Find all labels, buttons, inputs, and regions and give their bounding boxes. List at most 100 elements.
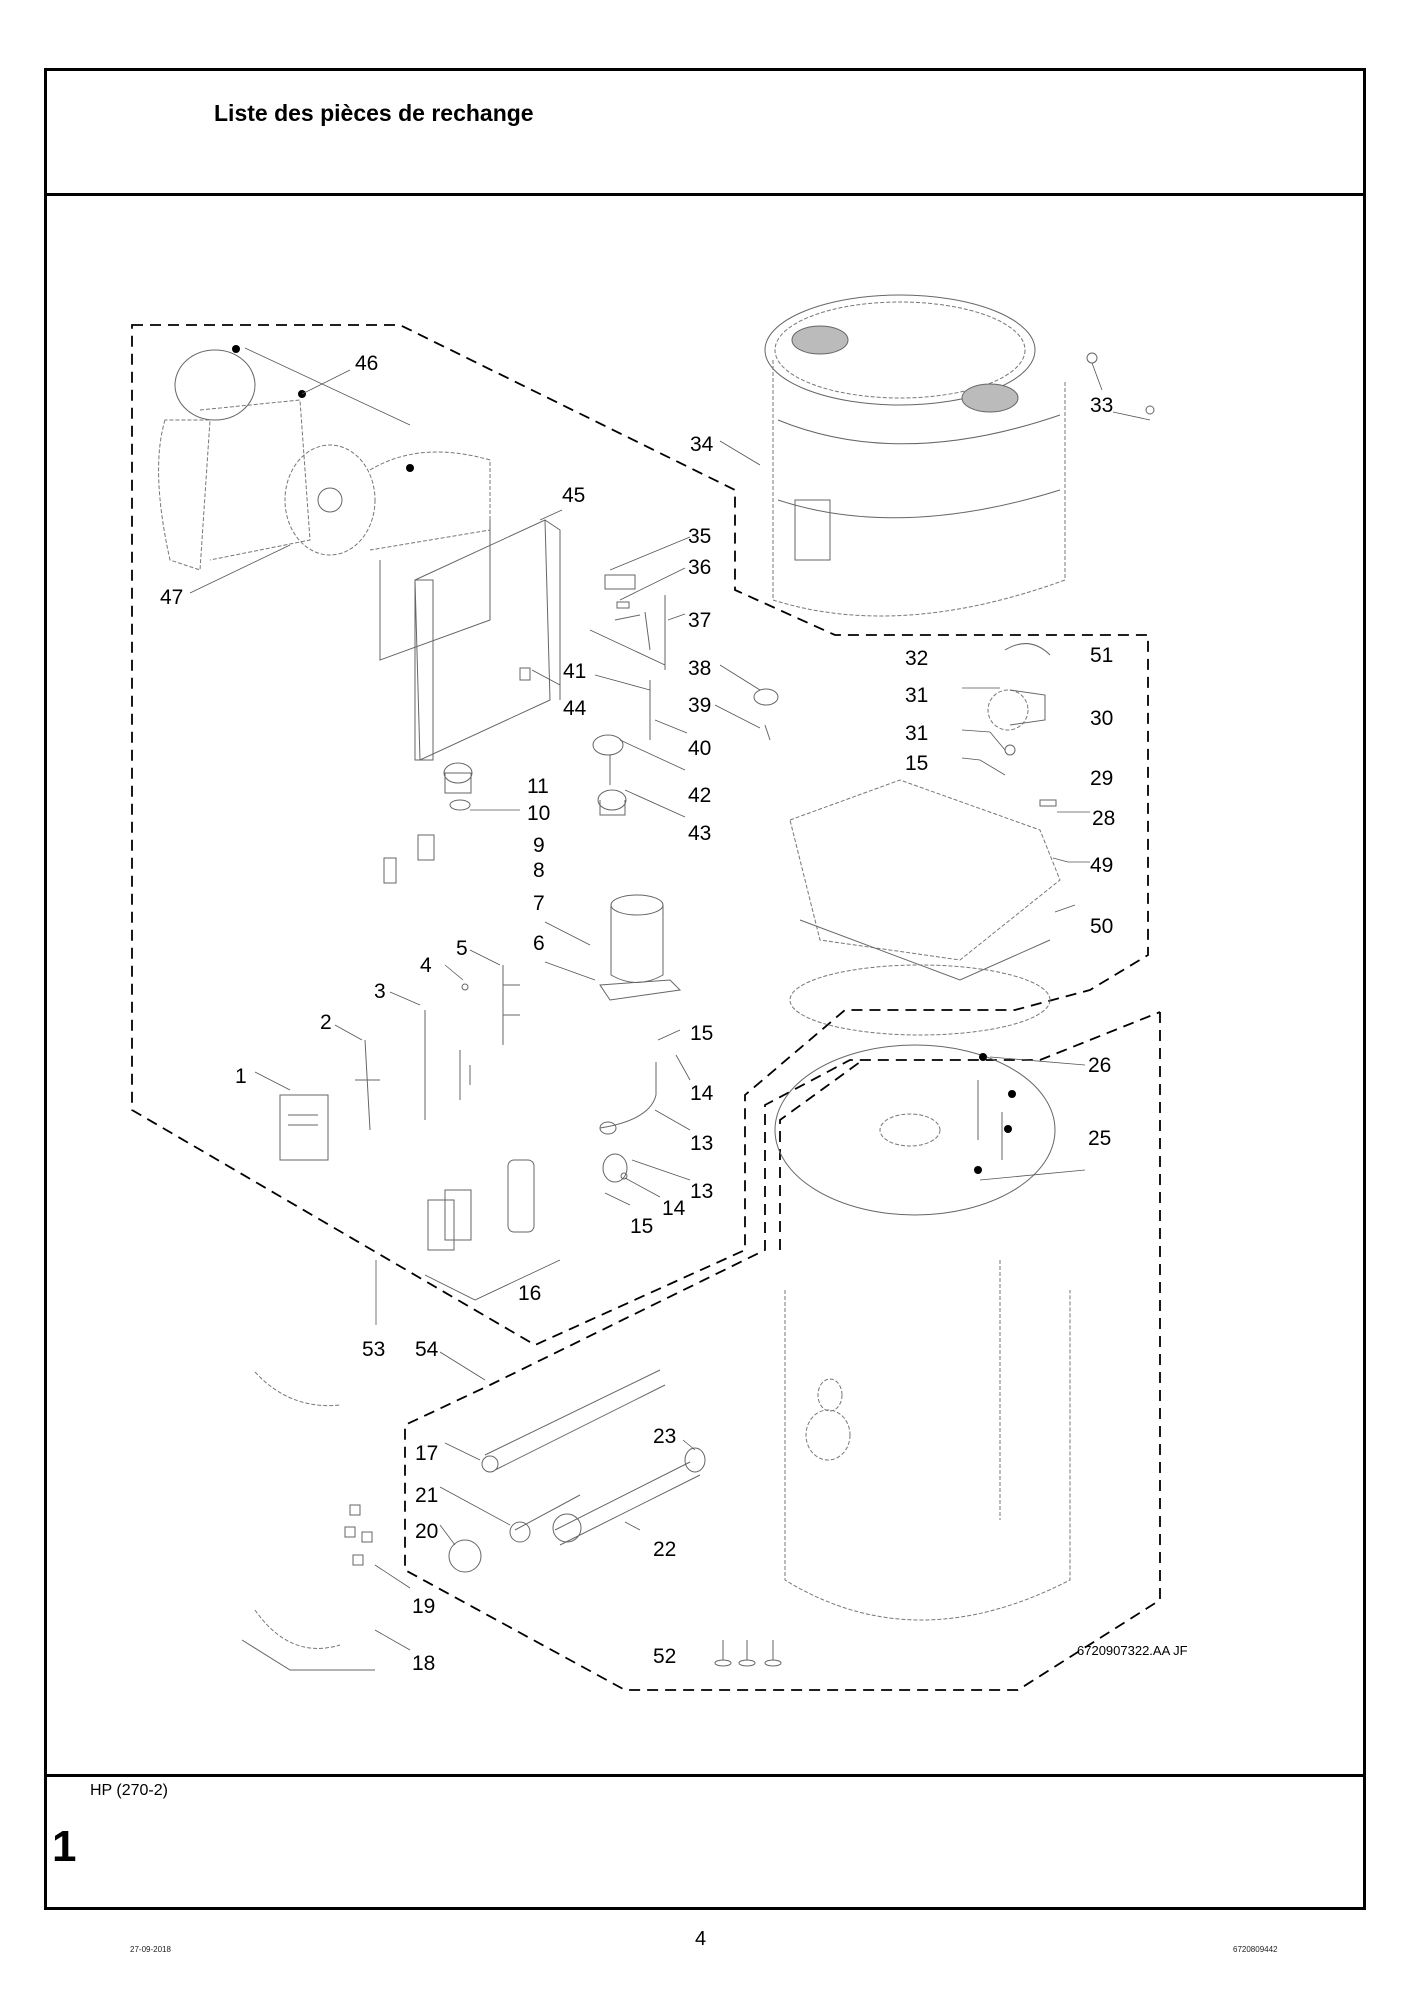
fan-assembly-part	[158, 349, 491, 661]
callout-44: 44	[563, 697, 587, 720]
callout-50: 50	[1090, 915, 1113, 938]
callout-19: 19	[412, 1595, 435, 1618]
callout-36: 36	[688, 556, 711, 579]
callout-13-lower: 13	[690, 1180, 713, 1203]
callout-7: 7	[533, 892, 545, 915]
callout-54: 54	[415, 1338, 439, 1361]
part-4	[461, 983, 469, 991]
part-33-nut	[1086, 352, 1098, 364]
control-base-part	[789, 779, 1061, 1036]
part-42	[592, 734, 624, 756]
part-16-insulation	[427, 1199, 455, 1251]
callout-35: 35	[688, 525, 711, 548]
part-38	[753, 688, 779, 706]
callout-45: 45	[562, 484, 585, 507]
part-13-loop	[602, 1153, 628, 1183]
part-22-heater	[554, 1461, 701, 1546]
group-outline-54	[404, 1011, 1161, 1691]
part-39	[764, 724, 771, 741]
callout-14-lower: 14	[662, 1197, 686, 1220]
callout-4: 4	[420, 954, 432, 977]
part-9	[417, 834, 435, 861]
callout-5: 5	[456, 937, 468, 960]
top-cover-part	[764, 294, 1066, 617]
grille-mesh	[791, 325, 849, 355]
callout-47: 47	[160, 586, 183, 609]
callout-31-upper: 31	[905, 684, 928, 707]
part-51	[1004, 643, 1051, 656]
page-number: 4	[695, 1928, 707, 1950]
callout-20: 20	[415, 1520, 438, 1543]
callout-38: 38	[688, 657, 711, 680]
part-21-thermostat	[514, 1494, 581, 1531]
callout-8: 8	[533, 859, 545, 882]
callout-18: 18	[412, 1652, 435, 1675]
callout-15-pump: 15	[905, 752, 928, 775]
part-44	[519, 667, 531, 681]
compressor-part	[599, 894, 682, 1001]
callout-39: 39	[688, 694, 711, 717]
callout-17: 17	[415, 1442, 438, 1465]
tank-body	[784, 1290, 1071, 1621]
callout-10: 10	[527, 802, 550, 825]
callout-28: 28	[1092, 807, 1115, 830]
callout-40: 40	[688, 737, 711, 760]
drawing-reference-code: 6720907322.AA JF	[1077, 1643, 1188, 1658]
model-label: HP (270-2)	[90, 1782, 168, 1799]
group-outline-tank-inner	[779, 1061, 861, 1250]
footer-divider	[44, 1774, 1366, 1777]
part-19-bushing	[349, 1504, 361, 1516]
callout-6: 6	[533, 932, 545, 955]
part-15-nut	[1004, 744, 1016, 756]
evaporator-coil-part	[414, 519, 561, 761]
document-number: 6720809442	[1233, 1945, 1278, 1954]
callout-43: 43	[688, 822, 711, 845]
callout-30: 30	[1090, 707, 1113, 730]
callout-34: 34	[690, 433, 714, 456]
part-10	[449, 799, 471, 811]
part-1-control-box	[279, 1094, 329, 1161]
part-11	[443, 762, 473, 784]
part-13-hose	[599, 1062, 657, 1129]
callout-53: 53	[362, 1338, 385, 1361]
part-2-harness	[355, 1039, 380, 1131]
callout-49: 49	[1090, 854, 1113, 877]
callout-1: 1	[235, 1065, 247, 1088]
callout-41: 41	[563, 660, 586, 683]
callout-31-lower: 31	[905, 722, 928, 745]
callout-23: 23	[653, 1425, 676, 1448]
callout-33: 33	[1090, 394, 1113, 417]
part-52-feet	[714, 1640, 782, 1667]
callout-37: 37	[688, 609, 711, 632]
callout-25: 25	[1088, 1127, 1111, 1150]
grille-mesh	[961, 383, 1019, 413]
part-5-harness	[502, 965, 520, 1045]
part-16-plate-exchanger	[507, 1159, 535, 1233]
part-33-screw	[1145, 405, 1155, 415]
group-outline-53	[131, 324, 1149, 1347]
callout-3: 3	[374, 980, 386, 1003]
part-18-trim	[254, 1609, 341, 1649]
section-number: 1	[52, 1822, 77, 1871]
callout-15-hose: 15	[690, 1022, 713, 1045]
part-35	[604, 574, 636, 590]
tank-flange-plate-part	[774, 1044, 1056, 1216]
callout-22: 22	[653, 1538, 676, 1561]
callout-9: 9	[533, 834, 545, 857]
callout-15-lower: 15	[630, 1215, 653, 1238]
part-28	[1039, 799, 1057, 807]
part-36	[616, 601, 630, 609]
callout-21: 21	[415, 1484, 438, 1507]
page-title: Liste des pièces de rechange	[214, 100, 534, 126]
part-14	[620, 1172, 628, 1180]
part-43	[597, 789, 627, 811]
callout-52: 52	[653, 1645, 676, 1668]
callout-46: 46	[355, 352, 378, 375]
callout-42: 42	[688, 784, 711, 807]
part-17-anode	[484, 1369, 666, 1471]
callout-26: 26	[1088, 1054, 1111, 1077]
callout-2: 2	[320, 1011, 332, 1034]
part-20-cover	[448, 1539, 482, 1573]
callout-11: 11	[527, 775, 549, 798]
